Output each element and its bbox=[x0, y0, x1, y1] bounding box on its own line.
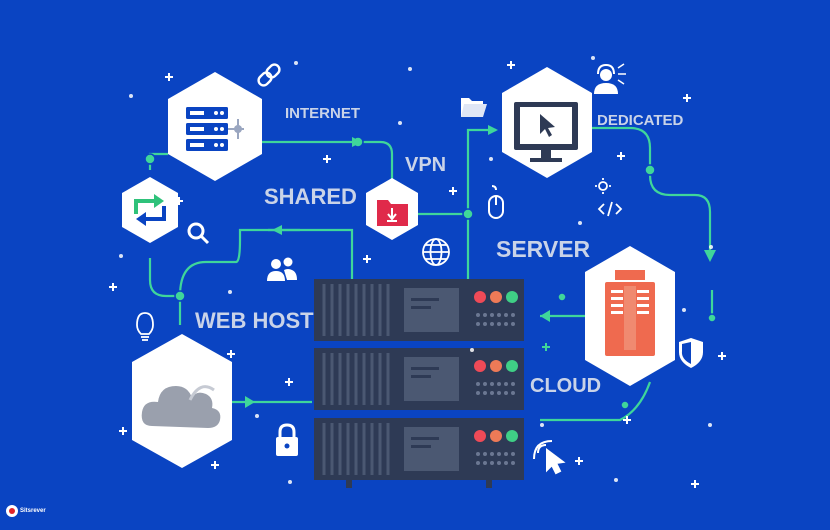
download-folder-icon bbox=[377, 200, 408, 226]
tower-server-icon bbox=[605, 270, 655, 356]
watermark-logo-icon bbox=[6, 505, 18, 517]
label-dedicated: DEDICATED bbox=[597, 112, 684, 129]
connector-lines bbox=[148, 126, 714, 422]
shield-icon bbox=[679, 338, 703, 368]
label-shared: SHARED bbox=[264, 184, 357, 209]
monitor-cursor-icon bbox=[514, 102, 578, 162]
hex-tower bbox=[585, 246, 675, 386]
hex-cloud bbox=[132, 334, 232, 468]
code-gear-icon bbox=[595, 178, 623, 217]
hex-dedicated bbox=[502, 67, 592, 178]
cloud-icon bbox=[141, 385, 221, 428]
folder-icon bbox=[461, 98, 487, 117]
sync-arrows-icon bbox=[134, 194, 166, 226]
hex-vpn bbox=[366, 178, 418, 240]
search-icon bbox=[187, 222, 210, 245]
label-cloud: CLOUD bbox=[530, 375, 601, 397]
sparkle-plus-marks bbox=[109, 61, 726, 488]
sparkle-dots bbox=[119, 56, 713, 484]
watermark-text: Sitsrever bbox=[20, 508, 46, 514]
globe-icon bbox=[422, 238, 450, 266]
lightbulb-icon bbox=[136, 312, 154, 341]
hex-sync bbox=[122, 177, 178, 243]
label-web-host: WEB HOST bbox=[195, 308, 314, 333]
rack-unit-2 bbox=[314, 348, 524, 410]
mouse-icon bbox=[488, 185, 504, 219]
lock-icon bbox=[276, 423, 298, 456]
label-server: SERVER bbox=[496, 236, 591, 262]
watermark-logo: Sitsrever bbox=[6, 505, 46, 517]
click-cursor-icon bbox=[533, 440, 566, 475]
rack-stack bbox=[314, 279, 524, 488]
label-internet: INTERNET bbox=[285, 105, 360, 122]
hex-internet bbox=[168, 72, 262, 181]
connector-arrows bbox=[245, 125, 716, 408]
rack-unit-1 bbox=[314, 279, 524, 341]
rack-feet bbox=[346, 480, 492, 488]
link-icon bbox=[257, 63, 281, 87]
users-icon bbox=[267, 257, 297, 281]
label-vpn: VPN bbox=[405, 154, 446, 176]
support-agent-icon bbox=[594, 63, 626, 94]
server-rack-icon bbox=[186, 107, 244, 151]
rack-unit-3 bbox=[314, 418, 524, 480]
